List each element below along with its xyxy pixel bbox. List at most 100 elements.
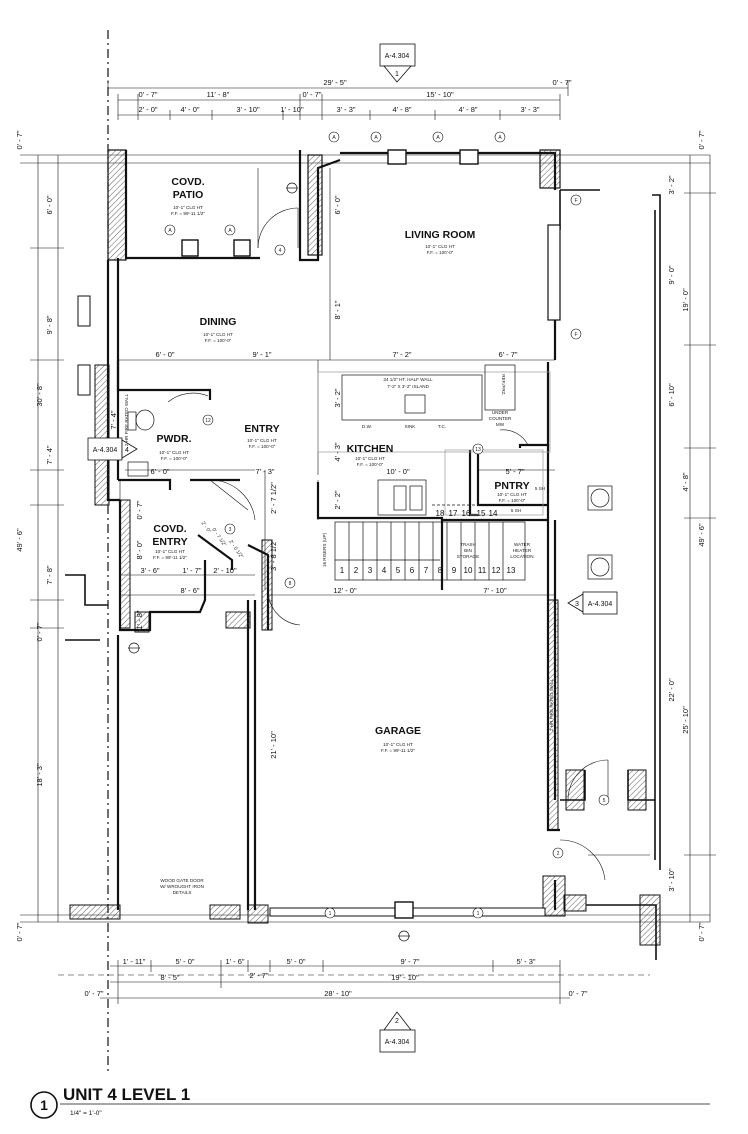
room-pwdr-ff: F.F. = 100'-0"	[161, 456, 188, 461]
dim-entry-v1: 2' - 7 1/2"	[269, 482, 278, 514]
note-island-l1: 34 1/2" HT. HALF WALL	[383, 377, 433, 382]
door-tag: 12	[205, 418, 211, 424]
room-covd-entry-clg: 10'-1" CLG HT	[155, 549, 185, 554]
dims-left: 0' - 7" 49' - 6" 0' - 7" 30' - 8" 7' - 8…	[15, 130, 54, 941]
room-pwdr-clg: 10'-1" CLG HT	[159, 450, 189, 455]
dim-kit-v2: 4' - 3"	[333, 442, 342, 461]
dim-gar-h1: 12' - 0"	[333, 586, 357, 595]
note-trash-l3: STORAGE	[457, 554, 479, 559]
stair-num: 10	[464, 566, 473, 575]
section-tag-left-num: 4	[125, 447, 129, 454]
room-entry-ff: F.F. = 100'-0"	[249, 444, 276, 449]
room-entry-name: ENTRY	[244, 423, 279, 435]
dim-top-overall: 29' - 5"	[323, 78, 347, 87]
room-pntry-clg: 10'-1" CLG HT	[497, 492, 527, 497]
room-covd-entry-ff: F.F. = 99'-11 1/2"	[153, 555, 187, 560]
note-sh1: 5 SH	[535, 486, 545, 491]
dim-left-s1-3: 0' - 7"	[35, 622, 44, 641]
dim-ce-v3: 1' - 8"	[135, 610, 144, 629]
door-swings	[167, 207, 650, 881]
dim-top-r3-8: 3' - 3"	[520, 105, 539, 114]
neighbor-walls	[65, 189, 661, 960]
dim-top-r3-6: 4' - 8"	[392, 105, 411, 114]
dims-top: 29' - 5" 0' - 7" 0' - 7" 11' - 8" 0' - 7…	[138, 78, 571, 114]
dim-top-r3-3: 3' - 10"	[236, 105, 260, 114]
dim-entry-v2: 3' - 8 1/2"	[269, 539, 278, 571]
dim-right-s2-5: 3' - 10"	[667, 868, 676, 892]
dim-ce-v1: 0' - 7"	[135, 500, 144, 519]
dim-top-r3-4: 1' - 10"	[280, 105, 304, 114]
note-wh-l1: WATER	[514, 542, 531, 547]
note-under-2: COUNTER	[489, 416, 512, 421]
dim-patio-v: 6' - 0"	[333, 195, 342, 214]
stair-num: 16	[462, 509, 471, 518]
room-dining-ff: F.F. = 100'-0"	[205, 338, 232, 343]
dims-interior: 6' - 0" 9' - 1" 7' - 2" 6' - 7" 8' - 1" …	[109, 195, 525, 759]
dim-left-s1-1: 30' - 8"	[35, 383, 44, 407]
note-fire-wall-right: 2 HR FIRE RATED WALL	[549, 678, 554, 731]
note-sh2: 5 SH	[511, 508, 521, 513]
dim-top-r3-1: 2' - 0"	[138, 105, 157, 114]
note-trash-l1: TRASH	[460, 542, 476, 547]
section-tag-left: A-4.304 4	[87, 437, 138, 461]
section-tag-left-sheet: A-4.304	[93, 447, 118, 454]
section-tag-right: 3 A-4.304	[567, 591, 618, 615]
room-kitchen-name: KITCHEN	[347, 443, 394, 455]
dim-dining-r: 9' - 1"	[252, 350, 271, 359]
dim-left-s1-4: 18' - 3"	[35, 763, 44, 787]
stair-num: 18	[436, 509, 445, 518]
dim-right-s2-4: 22' - 0"	[667, 678, 676, 702]
room-dining-clg: 10'-1" CLG HT	[203, 332, 233, 337]
dim-pwdr-h: 6' - 0"	[150, 467, 169, 476]
stair-numbers: 1 2 3 4 5 6 7 8 9 10 11 12 13 18 17 16 1…	[340, 509, 516, 575]
page-title: UNIT 4 LEVEL 1	[63, 1085, 190, 1104]
room-patio-l1: COVD.	[171, 176, 204, 188]
title-number: 1	[40, 1097, 48, 1113]
room-patio-l2: PATIO	[173, 189, 204, 201]
room-labels: COVD. PATIO 10'-1" CLG HT F.F. = 99'-11 …	[152, 176, 529, 753]
room-garage-ff: F.F. = 99'-11 1/2"	[381, 748, 415, 753]
section-tag-bottom: 2 A-4.304	[379, 1011, 416, 1053]
dim-left-outer-mid: 49' - 6"	[15, 528, 24, 552]
room-patio-clg: 10'-1" CLG HT	[173, 205, 203, 210]
dim-right-s2-2: 9' - 0"	[667, 265, 676, 284]
openings	[77, 149, 561, 919]
dim-top-r3-7: 4' - 8"	[458, 105, 477, 114]
window-tag: A	[498, 135, 502, 141]
dim-kit-h: 10' - 0"	[386, 467, 410, 476]
dim-bot-r1-3: 1' - 6"	[225, 957, 244, 966]
dim-right-s1-1: 19' - 0"	[681, 288, 690, 312]
dim-left-s2-1: 6' - 0"	[45, 195, 54, 214]
stair-num: 12	[492, 566, 501, 575]
room-living-ff: F.F. = 100'-0"	[427, 250, 454, 255]
section-tag-right-num: 3	[575, 601, 579, 608]
dim-gar-v: 21' - 10"	[269, 731, 278, 759]
note-gate-l1: WOOD GATE DOOR	[160, 878, 204, 883]
door-tag: 1	[477, 911, 480, 917]
dim-bot-r3-3: 0' - 7"	[568, 989, 587, 998]
annotations: 34 1/2" HT. HALF WALL 7'-2" X 3'-2" ISLA…	[124, 374, 554, 895]
door-tag: 4	[279, 248, 282, 254]
stair-num: 14	[489, 509, 498, 518]
dim-pntry-h: 5' - 7"	[505, 467, 524, 476]
dim-bot-r2-2: 19' - 10"	[391, 973, 419, 982]
room-entry-clg: 10'-1" CLG HT	[247, 438, 277, 443]
dim-left-s2-3: 7' - 4"	[45, 445, 54, 464]
section-tag-top-num: 1	[395, 71, 399, 78]
room-pwdr-name: PWDR.	[157, 433, 192, 445]
window-tag: A	[332, 135, 336, 141]
dim-right-outer-mid: 49' - 6"	[697, 523, 706, 547]
note-gate-l2: W/ WROUGHT IRON	[160, 884, 204, 889]
dim-right-s2-3: 6' - 10"	[667, 383, 676, 407]
note-tc: T.C.	[438, 424, 446, 429]
dim-bot-r1-2: 5' - 0"	[175, 957, 194, 966]
stair-num: 7	[424, 566, 429, 575]
dim-ce-h4: 8' - 6"	[180, 586, 199, 595]
dim-left-s2-2: 9' - 8"	[45, 315, 54, 334]
stair-num: 3	[368, 566, 373, 575]
room-dining-name: DINING	[200, 316, 237, 328]
dim-right-outer-top: 0' - 7"	[697, 130, 706, 149]
dim-top-r2-3: 0' - 7"	[302, 90, 321, 99]
section-tag-top: A-4.304 1	[379, 43, 416, 83]
note-island-l2: 7'-2" X 3'-2" ISLAND	[387, 384, 429, 389]
